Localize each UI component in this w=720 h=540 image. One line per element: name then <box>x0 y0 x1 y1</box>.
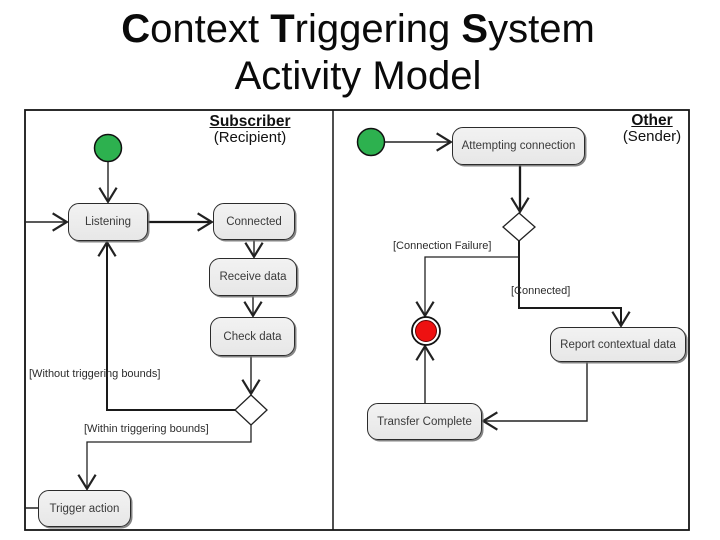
guard-without-triggering-bounds: [Without triggering bounds] <box>29 368 161 380</box>
lane-subtitle: (Sender) <box>622 128 682 145</box>
edge-trigger-action-to-listening <box>24 212 69 509</box>
edge-connection-failure-to-final <box>415 256 519 318</box>
lane-header-subscriber: Subscriber (Recipient) <box>189 113 311 146</box>
lane-name: Subscriber <box>209 113 291 130</box>
lane-subtitle: (Recipient) <box>213 129 287 146</box>
activity-connected: Connected <box>213 203 295 240</box>
start-node-other <box>356 127 386 157</box>
decision-diamond-subscriber <box>234 394 268 426</box>
final-node <box>415 320 437 342</box>
edge-within-bounds-to-trigger-action <box>77 425 252 491</box>
activity-check-data: Check data <box>210 317 295 356</box>
edge-connected-to-report-contextual-data <box>518 241 631 328</box>
activity-attempting-connection: Attempting connection <box>452 127 585 165</box>
lane-name: Other <box>631 112 673 129</box>
decision-diamond-other <box>502 212 536 242</box>
slide-title-line1: Context Triggering System <box>121 7 595 51</box>
activity-receive-data: Receive data <box>209 258 297 296</box>
guard-connection-failure: [Connection Failure] <box>393 240 492 252</box>
start-node-subscriber <box>93 133 123 163</box>
diagram-frame <box>24 109 690 531</box>
guard-within-triggering-bounds: [Within triggering bounds] <box>84 423 209 435</box>
lane-header-other: Other (Sender) <box>608 112 696 145</box>
title-initial: T <box>270 7 295 51</box>
title-initial: C <box>121 7 151 51</box>
activity-trigger-action: Trigger action <box>38 490 131 527</box>
title-initial: S <box>461 7 489 51</box>
guard-connected: [Connected] <box>511 285 571 297</box>
edge-without-bounds-to-listening <box>97 240 235 411</box>
slide-title-line2: Activity Model <box>234 54 482 98</box>
activity-report-contextual-data: Report contextual data <box>550 327 686 362</box>
edge-report-to-transfer-complete <box>481 362 588 431</box>
activity-transfer-complete: Transfer Complete <box>367 403 482 440</box>
slide-title: Context Triggering System Activity Model <box>0 6 716 100</box>
activity-listening: Listening <box>68 203 148 241</box>
